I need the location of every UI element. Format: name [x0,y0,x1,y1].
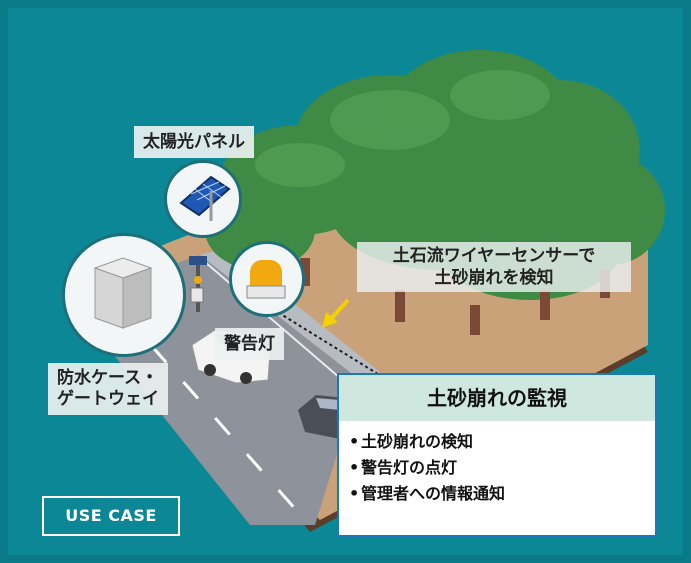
feature-text: 管理者への情報通知 [361,484,506,503]
bullet: • [349,432,360,451]
solar-panel-icon [179,175,231,221]
solar-panel-label-text: 太陽光パネル [143,132,245,152]
forest-highlight [255,70,550,187]
solar-panel-bubble [164,160,242,238]
solar-panel-label: 太陽光パネル [134,126,254,158]
arrow-icon [322,298,350,328]
gateway-box-icon [93,257,153,329]
case-gateway-line1: 防水ケース・ [57,368,159,388]
bullet: • [349,458,360,477]
card-feature-item: •土砂崩れの検知 [349,429,655,455]
card-feature-list: •土砂崩れの検知 •警告灯の点灯 •管理者への情報通知 [339,421,655,507]
case-gateway-label: 防水ケース・ ゲートウェイ [48,363,168,415]
gateway-bubble [62,233,186,357]
bullet: • [349,484,360,503]
wire-sensor-label: 土石流ワイヤーセンサーで 土砂崩れを検知 [357,242,631,292]
monitoring-info-card: 土砂崩れの監視 •土砂崩れの検知 •警告灯の点灯 •管理者への情報通知 [337,373,657,537]
warning-light-label-text: 警告灯 [224,334,275,354]
feature-text: 土砂崩れの検知 [361,432,474,451]
beacon-bubble [229,241,305,317]
warning-light-label: 警告灯 [215,328,284,360]
car-dark [298,395,345,440]
feature-text: 警告灯の点灯 [361,458,458,477]
sensor-pole [189,256,207,312]
card-title: 土砂崩れの監視 [339,375,655,421]
card-feature-item: •管理者への情報通知 [349,481,655,507]
road-edge [204,261,341,379]
case-gateway-line2: ゲートウェイ [57,389,159,409]
card-feature-item: •警告灯の点灯 [349,455,655,481]
beacon-icon [246,260,286,299]
wire-sensor-line2: 土砂崩れを検知 [434,268,554,288]
wire-sensor-line1: 土石流ワイヤーセンサーで [392,246,596,266]
use-case-badge: USE CASE [42,496,180,536]
